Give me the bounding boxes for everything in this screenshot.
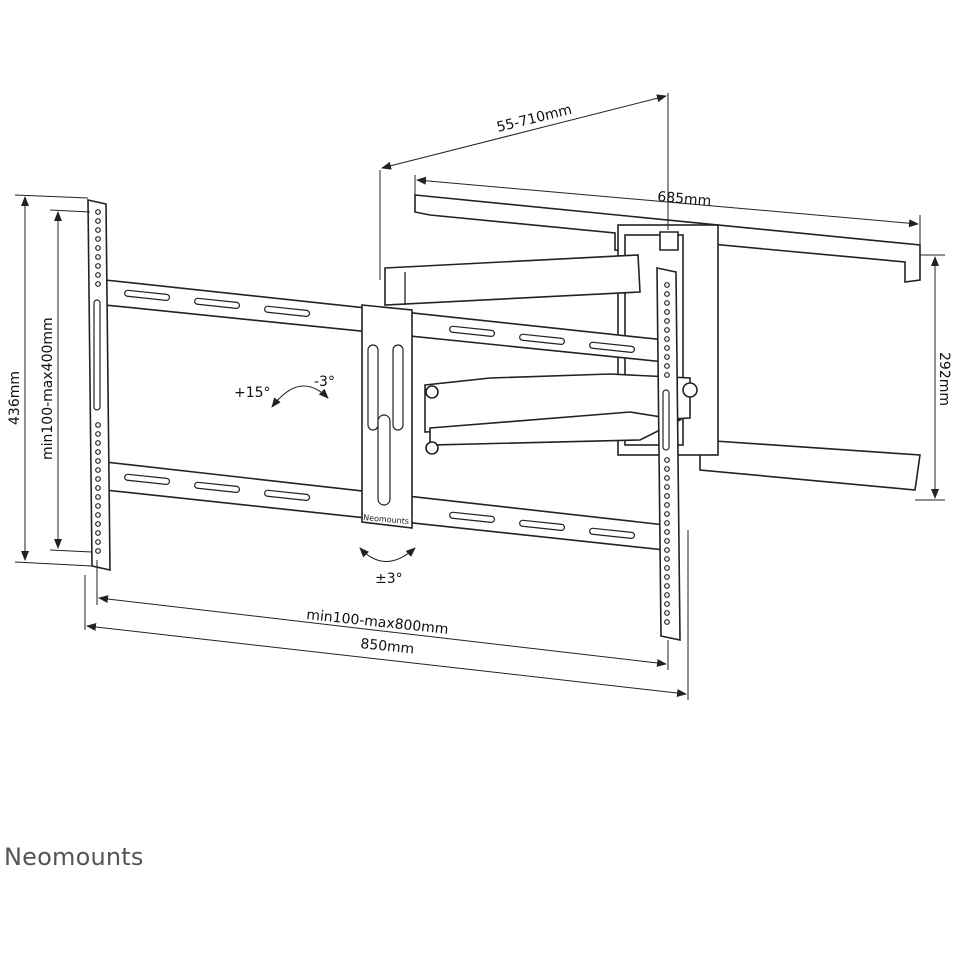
rail-hole — [95, 521, 101, 527]
tilt-down-label: -3° — [314, 374, 335, 390]
rail-hole — [95, 422, 101, 428]
rail-hole — [664, 354, 670, 360]
rail-hole — [95, 227, 101, 233]
rail-hole — [664, 291, 670, 297]
rail-hole — [664, 556, 670, 562]
rail-hole — [664, 300, 670, 306]
depth-dimension-label: 55-710mm — [495, 102, 573, 136]
rail-hole — [95, 431, 101, 437]
rail-hole — [95, 539, 101, 545]
rail-hole — [95, 530, 101, 536]
rail-hole — [664, 502, 670, 508]
rail-hole — [95, 209, 101, 215]
rail-hole — [95, 485, 101, 491]
rail-hole — [664, 484, 670, 490]
rail-hole — [95, 467, 101, 473]
plate-brand-label: Neomounts — [363, 513, 410, 526]
rail-hole — [664, 309, 670, 315]
rail-hole — [95, 449, 101, 455]
rail-hole — [95, 503, 101, 509]
rail-hole — [664, 610, 670, 616]
rail-hole — [664, 565, 670, 571]
tv-vertical-rails — [87, 199, 681, 641]
rail-hole — [664, 493, 670, 499]
rail-hole — [664, 363, 670, 369]
center-tilt-plate: Neomounts — [361, 304, 413, 529]
rail-hole — [664, 619, 670, 625]
rail-hole — [664, 592, 670, 598]
level-adjust-label: ±3° — [375, 571, 403, 587]
rail-hole — [664, 318, 670, 324]
swing-arms — [384, 254, 698, 455]
rail-hole — [95, 476, 101, 482]
wall-plate-width-label: 685mm — [657, 189, 712, 210]
rail-hole — [95, 254, 101, 260]
rail-hole — [664, 372, 670, 378]
rail-hole — [664, 583, 670, 589]
rail-hole — [95, 440, 101, 446]
rail-hole — [664, 520, 670, 526]
rail-hole — [95, 218, 101, 224]
rail-hole — [95, 494, 101, 500]
rail-hole — [664, 511, 670, 517]
rail-hole — [95, 236, 101, 242]
rail-hole — [664, 327, 670, 333]
rail-hole — [95, 245, 101, 251]
vesa-horizontal-label: min100-max800mm — [306, 607, 450, 638]
total-height-label: 436mm — [7, 371, 23, 425]
vesa-vertical-label: min100-max400mm — [40, 317, 56, 460]
rail-hole — [664, 475, 670, 481]
rail-hole — [95, 512, 101, 518]
rail-hole — [664, 282, 670, 288]
rail-hole — [664, 538, 670, 544]
wall-plate-height-label: 292mm — [936, 352, 952, 406]
rail-hole — [664, 529, 670, 535]
rail-hole — [664, 466, 670, 472]
level-adjust-arrow-icon — [359, 547, 416, 562]
rail-hole — [95, 281, 101, 287]
bar-slots — [124, 289, 636, 539]
rail-hole — [664, 345, 670, 351]
rail-hole — [664, 574, 670, 580]
rail-hole — [664, 547, 670, 553]
rail-hole — [664, 457, 670, 463]
tilt-arrow-icon — [271, 385, 329, 408]
total-width-label: 850mm — [360, 636, 415, 658]
tilt-up-label: +15° — [234, 385, 271, 401]
rail-hole — [95, 548, 101, 554]
rail-hole — [95, 263, 101, 269]
rail-hole — [664, 601, 670, 607]
brand-logo: Neomounts — [4, 843, 144, 871]
rail-hole — [95, 458, 101, 464]
rail-hole — [664, 336, 670, 342]
rail-hole — [95, 272, 101, 278]
dimension-lines — [14, 93, 945, 700]
